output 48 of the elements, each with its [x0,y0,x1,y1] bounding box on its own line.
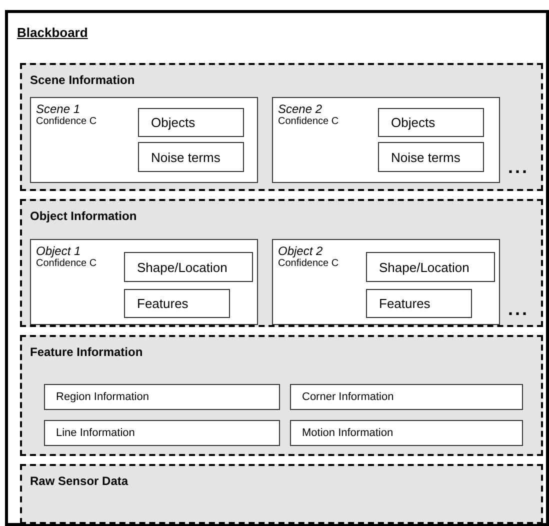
field-box [44,384,280,410]
section-heading: Feature Information [30,346,143,358]
confidence-text: Confidence C [278,258,339,270]
field-box [138,108,244,137]
entry-title: Scene 2 [278,102,324,116]
entry-title: Object 2 [278,244,324,258]
field-box [124,289,230,318]
entry-title: Scene 1 [36,102,82,116]
field-text: Objects [391,116,436,129]
section-heading: Raw Sensor Data [30,475,128,487]
field-text: Features [137,297,188,310]
section-band [20,464,543,524]
field-text: Shape/Location [379,260,470,274]
field-text: Region Information [56,392,149,402]
field-text: Features [379,297,430,310]
entry-card [272,97,500,183]
entry-card [272,239,500,325]
section-band [20,335,543,456]
blackboard-panel [5,10,549,526]
section-band [20,199,543,327]
ellipsis-text: ... [508,158,530,176]
section-heading: Scene Information [30,74,135,86]
field-box [124,252,253,282]
field-text: Line Information [56,428,135,438]
field-box [378,108,484,137]
field-text: Noise terms [391,150,460,164]
field-box [366,289,472,318]
confidence-text: Confidence C [36,116,97,128]
confidence-text: Confidence C [36,258,97,270]
field-text: Noise terms [151,150,220,164]
field-box [290,384,523,410]
section-band [20,63,543,191]
entry-card [30,97,258,183]
field-text: Shape/Location [137,260,228,274]
field-box [138,142,244,172]
panel-title: Blackboard [17,26,88,39]
field-box [290,420,523,446]
section-heading: Object Information [30,210,137,222]
ellipsis-text: ... [508,300,530,318]
field-box [378,142,484,172]
field-text: Objects [151,116,196,129]
field-box [366,252,495,282]
entry-card [30,239,258,325]
field-text: Motion Information [302,428,394,438]
field-box [44,420,280,446]
entry-title: Object 1 [36,244,82,258]
confidence-text: Confidence C [278,116,339,128]
field-text: Corner Information [302,392,394,402]
